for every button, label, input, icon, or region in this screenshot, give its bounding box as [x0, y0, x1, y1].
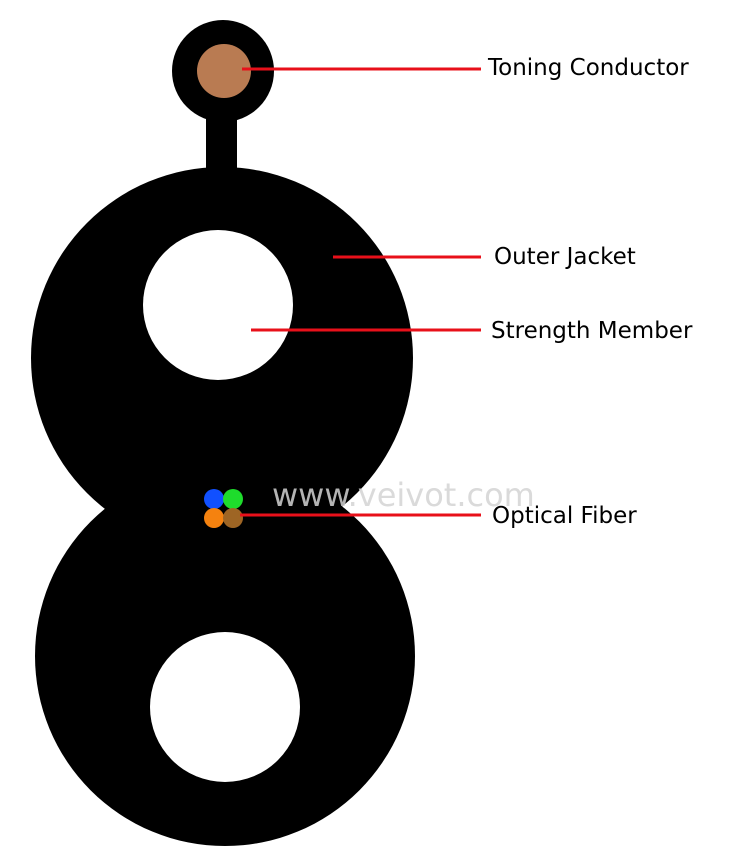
optical-fiber-group — [204, 489, 243, 528]
optical-fiber-orange — [204, 508, 224, 528]
label-optical-fiber: Optical Fiber — [492, 503, 637, 529]
strength-member-lower — [150, 632, 300, 782]
optical-fiber-green — [223, 489, 243, 509]
label-outer-jacket: Outer Jacket — [494, 244, 636, 270]
label-strength-member: Strength Member — [491, 318, 693, 344]
label-toning-conductor: Toning Conductor — [487, 55, 689, 81]
watermark-text: www.veivot.com — [272, 476, 535, 514]
leader-lines — [240, 67, 481, 517]
toning-conductor — [197, 44, 251, 98]
optical-fiber-brown — [223, 508, 243, 528]
optical-fiber-blue — [204, 489, 224, 509]
strength-member-upper — [143, 230, 293, 380]
